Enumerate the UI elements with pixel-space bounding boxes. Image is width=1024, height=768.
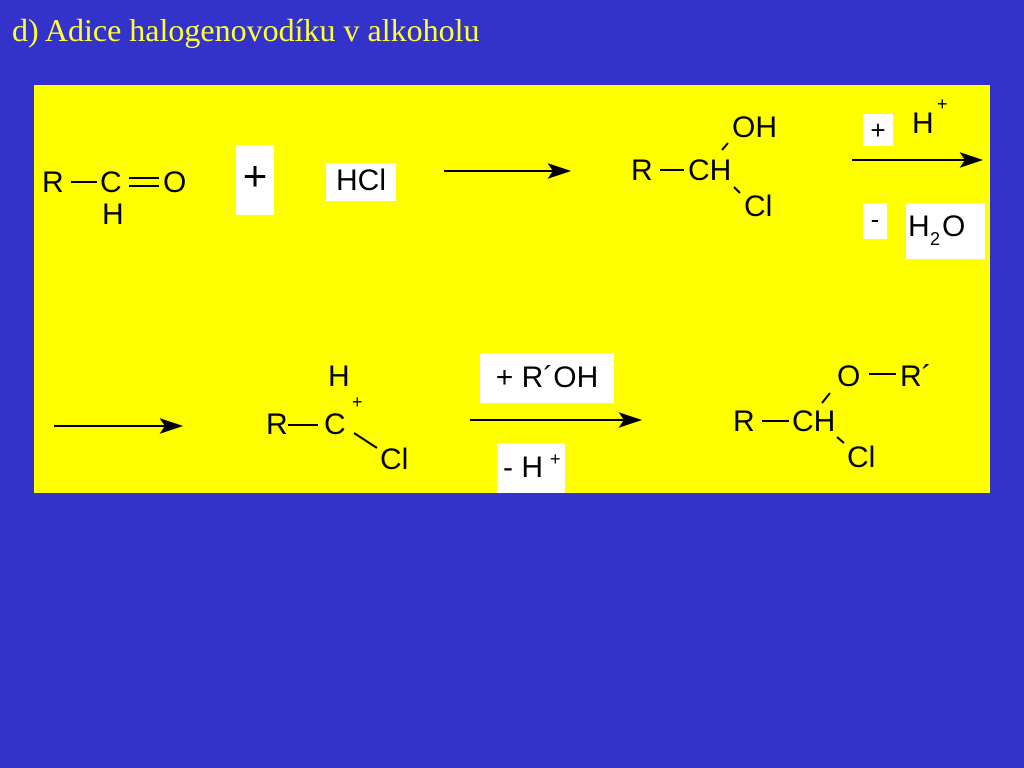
- plus-sign-box: +: [236, 145, 274, 215]
- reaction-arrow-4-head: [618, 412, 643, 428]
- product2-r-prime: R´: [900, 360, 932, 393]
- product2-r: R: [733, 405, 755, 438]
- alcohol-reagent-box: + R´OH: [480, 353, 614, 403]
- proton-loss: - H: [503, 451, 543, 484]
- aldehyde-h: H: [102, 198, 124, 231]
- hcl-box: HCl: [326, 163, 396, 201]
- reaction-arrow-2-head: [959, 152, 984, 168]
- add-sign: +: [870, 115, 886, 145]
- product1-r: R: [631, 154, 653, 187]
- bond-c-cl-cation: [353, 432, 378, 449]
- remove-sign: -: [870, 204, 880, 234]
- cation-cl: Cl: [380, 443, 409, 476]
- water-box: H 2 O: [906, 203, 985, 259]
- product2-cl: Cl: [847, 441, 876, 474]
- water-h: H: [908, 210, 930, 243]
- cation-r: R: [266, 408, 288, 441]
- product1-cl: Cl: [744, 190, 773, 223]
- bond-ch-oh: [721, 142, 729, 151]
- proton-charge: +: [937, 94, 948, 114]
- bond-ch-o: [821, 392, 831, 404]
- product2-o: O: [837, 360, 861, 393]
- remove-sign-box: -: [863, 203, 887, 239]
- product1-ch: CH: [688, 154, 732, 187]
- water-subscript: 2: [930, 229, 941, 249]
- bond-ch-cl-2: [836, 436, 845, 444]
- proton-loss-box: - H +: [497, 443, 565, 493]
- product1-oh: OH: [732, 111, 777, 144]
- add-sign-box: +: [863, 114, 893, 146]
- bond-ch-cl: [733, 186, 741, 194]
- cation-c: C: [324, 408, 346, 441]
- reaction-scheme: R C O H + HCl R CH OH Cl + H + - H 2 O R…: [34, 85, 990, 493]
- proton-h: H: [912, 107, 934, 140]
- aldehyde-r: R: [42, 166, 64, 199]
- slide-title: d) Adice halogenovodíku v alkoholu: [12, 12, 480, 48]
- alcohol-reagent: + R´OH: [495, 361, 599, 394]
- hcl-label: HCl: [336, 164, 386, 197]
- water-o: O: [942, 210, 966, 243]
- plus-sign: +: [242, 152, 268, 199]
- reaction-arrow-1-head: [547, 163, 572, 179]
- proton-loss-charge: +: [550, 449, 561, 469]
- aldehyde-c: C: [100, 166, 122, 199]
- product2-ch: CH: [792, 405, 836, 438]
- cation-charge: +: [352, 392, 363, 412]
- bond-and-arrow-layer: [54, 142, 984, 449]
- reaction-arrow-3-head: [159, 418, 184, 434]
- aldehyde-o: O: [163, 166, 187, 199]
- cation-h: H: [328, 360, 350, 393]
